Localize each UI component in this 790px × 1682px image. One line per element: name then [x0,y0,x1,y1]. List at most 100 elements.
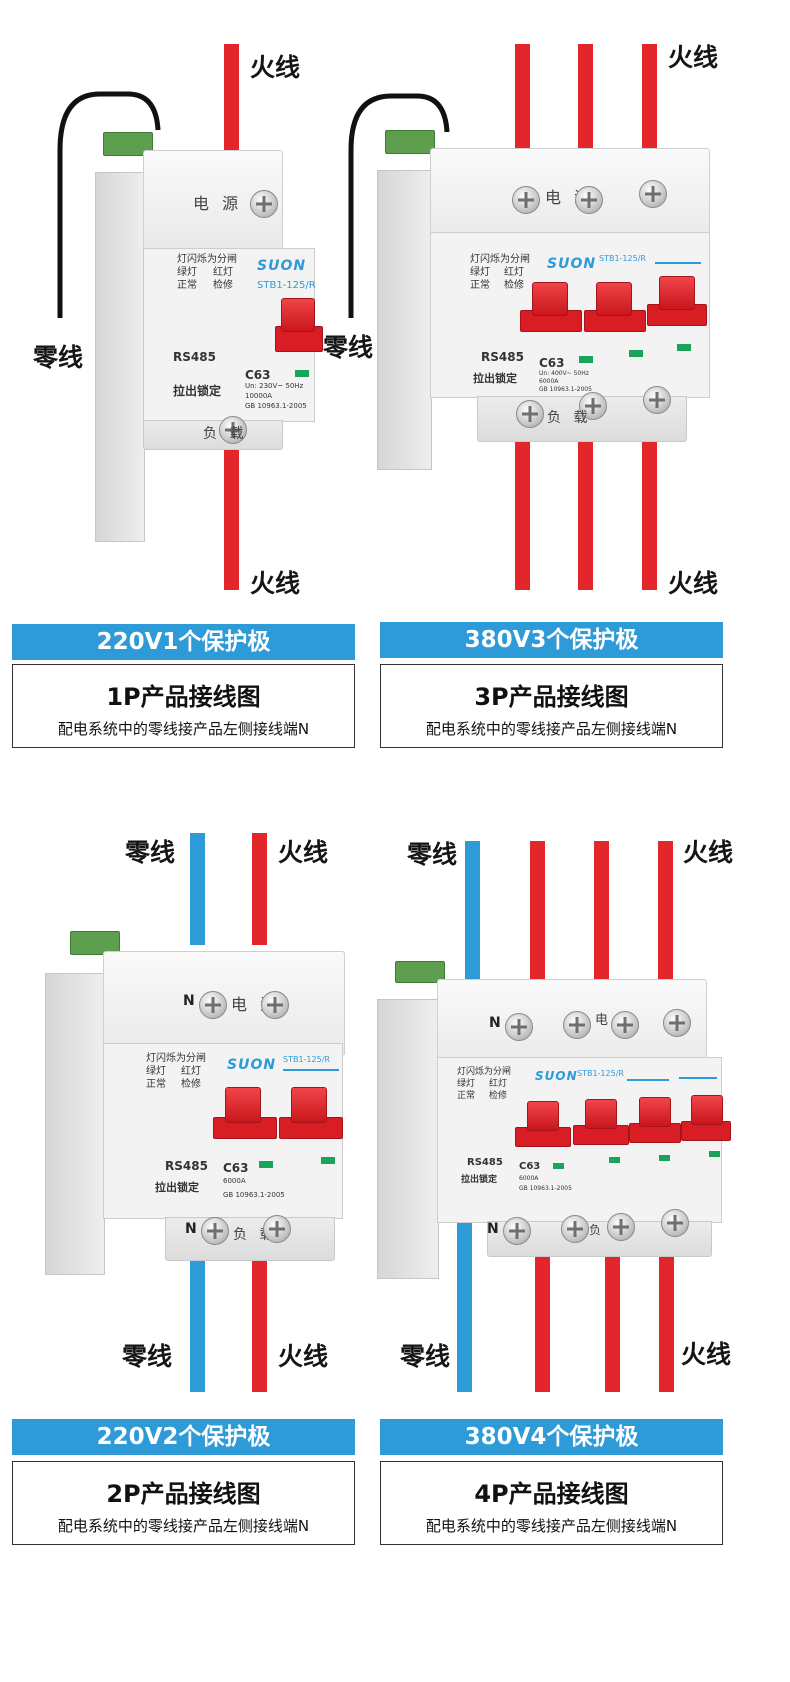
desc-1p: 配电系统中的零线接产品左侧接线端N [57,720,310,738]
rs485-label: RS485 [173,350,216,364]
rs485-label: RS485 [467,1157,503,1168]
breaker-handle-4[interactable] [691,1095,723,1125]
load-screw-1 [561,1215,589,1243]
load-screw-n [503,1217,531,1245]
live-wire-out-1 [515,420,530,590]
load-label: 负 载 [547,410,592,426]
live-label-bottom: 火线 [668,569,719,598]
live-label-bottom: 火线 [278,1342,329,1371]
indicator-check: 检修 [504,280,524,291]
load-screw-1 [516,400,544,428]
rs485-terminal [385,130,435,154]
banner-4p: 380V4个保护极 [380,1419,723,1455]
power-label: 电 源 [193,194,243,213]
breaker-bottom-cover [143,420,283,450]
indicator-check: 检修 [213,280,233,291]
neutral-wire [348,93,450,318]
n-terminal-label: N [183,993,195,1009]
breaker-handle-2[interactable] [585,1099,617,1129]
breaker-side [377,999,439,1279]
live-label-bottom: 火线 [681,1340,732,1369]
neutral-label-top: 零线 [125,838,176,867]
model-label: STB1-125/R [599,254,646,263]
load-screw [219,416,247,444]
breaker-side [45,973,105,1275]
breaker-handle-3[interactable] [659,276,695,310]
capacity-label: 10000A [245,392,273,400]
neutral-label-bottom: 零线 [122,1342,173,1371]
breaker-side [95,172,145,542]
breaker-handle-2[interactable] [596,282,632,316]
load-label: 负 载 [203,426,248,442]
rs485-label: RS485 [481,350,524,364]
rating-label: C63 [539,356,565,370]
rs485-terminal [70,931,120,955]
model-label: STB1-125/R [283,1055,330,1064]
breaker-bottom-cover [165,1217,335,1261]
live-wire-out-3 [642,420,657,590]
live-wire-in-3 [658,841,673,981]
neutral-wire-in [190,833,205,945]
indicator-green: 绿灯 [146,1066,166,1077]
neutral-wire-out [457,1207,472,1392]
status-led-1 [579,356,593,363]
live-label-top: 火线 [250,53,301,82]
live-label-top: 火线 [278,838,329,867]
brand-logo: SUON [535,1069,578,1083]
accent-line [655,262,701,264]
power-screw-3 [639,180,667,208]
breaker-handle-1[interactable] [527,1101,559,1131]
model-label: STB1-125/R [577,1069,624,1078]
indicator-check: 检修 [489,1091,508,1101]
info-box-3p: 3P产品接线图 配电系统中的零线接产品左侧接线端N [380,664,723,748]
indicator-text: 灯闪烁为分闸 [177,254,237,265]
indicator-red: 红灯 [213,267,233,278]
breaker-handle-2[interactable] [291,1087,327,1123]
voltage-label: Un: 230V~ 50Hz [245,382,304,390]
voltage-label: Un: 400V~ 50Hz [539,370,589,377]
indicator-red: 红灯 [181,1066,201,1077]
capacity-label: 6000A [223,1177,246,1185]
indicator-text: 灯闪烁为分闸 [457,1067,512,1077]
breaker-handle-1[interactable] [225,1087,261,1123]
indicator-normal: 正常 [457,1091,476,1101]
live-label-top: 火线 [668,43,719,72]
accent-line [283,1069,339,1071]
breaker-handle-1[interactable] [532,282,568,316]
info-box-4p: 4P产品接线图 配电系统中的零线接产品左侧接线端N [380,1461,723,1545]
banner-3p: 380V3个保护极 [380,622,723,658]
live-wire-out [224,440,239,590]
capacity-label: 6000A [539,378,559,385]
rating-label: C63 [223,1161,249,1175]
panel-3p: 火线 火线 电 源 灯闪烁为分闸 绿灯 正常 红灯 检修 SUON STB1-1… [348,0,790,841]
panel-4p: 零线 火线 零线 火线 N 电 源 灯闪烁为分闸 绿灯 正常 红灯 检修 SUO… [377,838,790,1682]
n-terminal-label-bottom: N [185,1221,197,1237]
banner-1p: 220V1个保护极 [12,624,355,660]
status-led-1 [553,1163,564,1169]
indicator-text: 灯闪烁为分闸 [470,254,530,265]
live-label-top: 火线 [683,838,734,867]
live-wire-in-3 [642,44,657,156]
title-1p: 1P产品接线图 [106,683,261,711]
load-screw-3 [643,386,671,414]
live-wire-out [252,1237,267,1392]
breaker-handle[interactable] [281,298,315,332]
desc-2p: 配电系统中的零线接产品左侧接线端N [57,1517,310,1535]
n-terminal-label-bottom: N [487,1221,499,1237]
live-wire-in [224,44,239,156]
indicator-red: 红灯 [489,1079,508,1089]
power-screw-1 [512,186,540,214]
rs485-terminal [395,961,445,983]
lock-label: 拉出锁定 [155,1181,199,1194]
indicator-check: 检修 [181,1079,201,1090]
breaker-handle-3[interactable] [639,1097,671,1127]
breaker-side [377,170,432,470]
standard-label: GB 10963.1-2005 [519,1185,572,1192]
load-screw-2 [579,392,607,420]
panel-1p: 火线 火线 零线 零线 电 源 灯闪烁为分闸 绿灯 正常 红灯 检修 SUON … [0,0,395,841]
standard-label: GB 10963.1-2005 [223,1191,285,1199]
info-box-2p: 2P产品接线图 配电系统中的零线接产品左侧接线端N [12,1461,355,1545]
indicator-green: 绿灯 [457,1079,476,1089]
load-screw-2 [607,1213,635,1241]
status-led-4 [709,1151,720,1157]
